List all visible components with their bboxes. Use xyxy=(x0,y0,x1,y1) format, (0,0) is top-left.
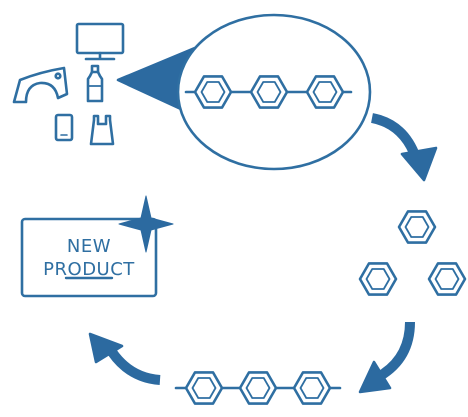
phone-icon xyxy=(54,113,74,142)
repolymerized-chain xyxy=(174,371,342,405)
sparkle-icon xyxy=(118,195,174,253)
bottle-icon xyxy=(86,64,104,103)
car-fender-icon xyxy=(12,66,69,104)
arrow-repolymerize xyxy=(358,321,415,394)
new-product-line1: NEW xyxy=(66,236,112,257)
arrow-new-product xyxy=(88,332,161,385)
monomer-units xyxy=(358,210,467,296)
products-cluster xyxy=(12,22,125,146)
monitor-icon xyxy=(75,22,125,61)
new-product-line2: PRODUCT xyxy=(43,259,135,280)
polymer-chain xyxy=(184,75,353,109)
zoom-circle xyxy=(176,13,372,171)
arrow-depolymerize xyxy=(370,113,438,182)
plastic-bag-icon xyxy=(89,114,115,146)
new-product-box xyxy=(20,217,158,298)
